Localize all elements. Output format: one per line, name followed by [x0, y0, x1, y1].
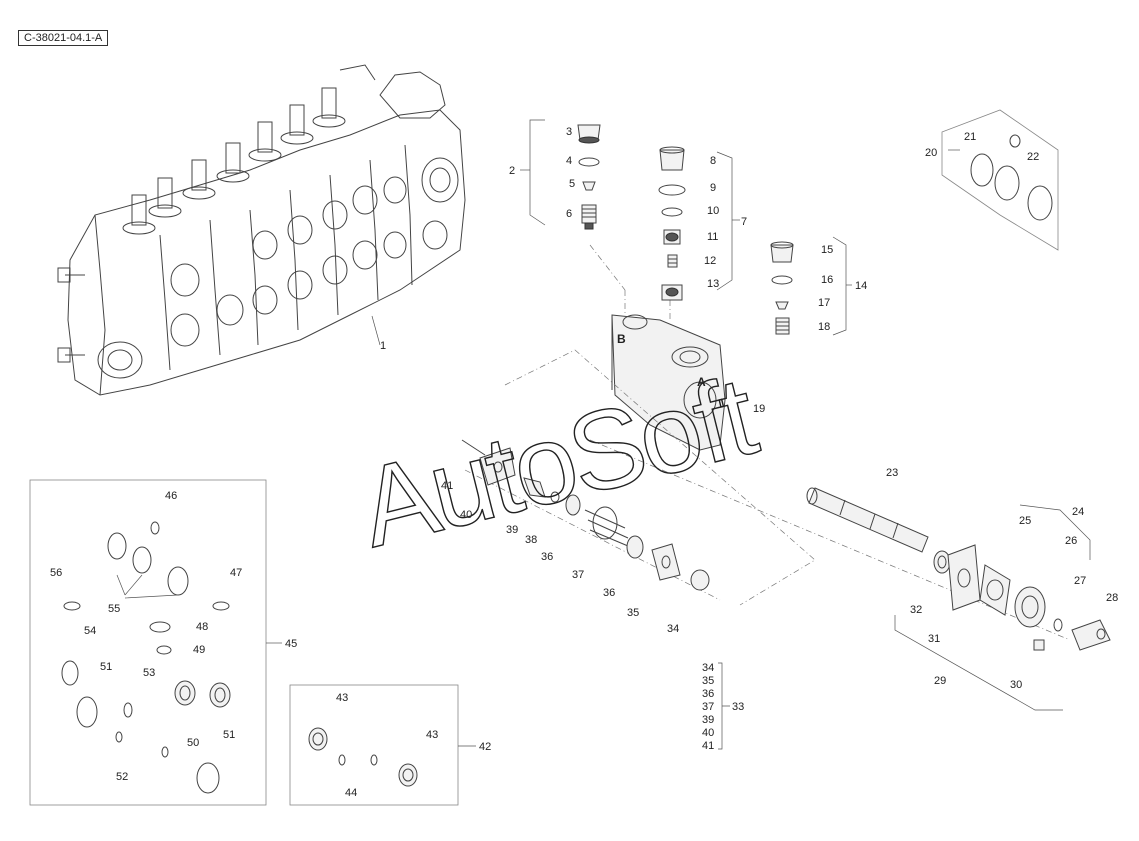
callout-49: 49 [193, 644, 205, 656]
callout-7: 7 [741, 216, 747, 228]
callout-43b: 43 [426, 729, 438, 741]
callout-34: 34 [667, 623, 679, 635]
callout-14: 14 [855, 280, 867, 292]
check-valve-group-14 [770, 236, 852, 336]
callout-41: 41 [441, 480, 453, 492]
callout-labels: 1 2 3 4 5 6 7 8 9 10 11 12 13 14 15 16 1… [50, 126, 1118, 799]
callout-28: 28 [1106, 592, 1118, 604]
kit-33-item: 37 [702, 701, 714, 713]
callout-52: 52 [116, 771, 128, 783]
callout-3: 3 [566, 126, 572, 138]
callout-9: 9 [710, 182, 716, 194]
callout-15: 15 [821, 244, 833, 256]
callout-48: 48 [196, 621, 208, 633]
callout-11: 11 [707, 231, 718, 243]
callout-47: 47 [230, 567, 242, 579]
seal-kit-42 [289, 684, 459, 806]
callout-17: 17 [818, 297, 830, 309]
callout-8: 8 [710, 155, 716, 167]
valve-section-body: B A [611, 314, 726, 451]
seal-kit-20 [941, 109, 1059, 251]
callout-16: 16 [821, 274, 833, 286]
callout-50: 50 [187, 737, 199, 749]
callout-20: 20 [925, 147, 937, 159]
callout-26: 26 [1065, 535, 1077, 547]
callout-51a: 51 [100, 661, 112, 673]
kit-33-item: 39 [702, 714, 714, 726]
relief-valve-group-7 [658, 146, 740, 301]
diagram-id-label: C-38021-04.1-A [18, 30, 109, 46]
seal-kit-45 [29, 479, 267, 806]
callout-53: 53 [143, 667, 155, 679]
callout-37: 37 [572, 569, 584, 581]
callout-32: 32 [910, 604, 922, 616]
callout-12: 12 [704, 255, 716, 267]
watermark: AutoSoft [348, 352, 768, 570]
callout-4: 4 [566, 155, 572, 167]
spool-cap-group-24 [979, 504, 1111, 651]
callout-55: 55 [108, 603, 120, 615]
callout-46: 46 [165, 490, 177, 502]
callout-2: 2 [509, 165, 515, 177]
valve-bank-assembly [57, 64, 466, 396]
kit-33-item: 40 [702, 727, 714, 739]
spool-23 [806, 487, 929, 553]
callout-21: 21 [964, 131, 976, 143]
spring-kit-parts [461, 439, 710, 591]
callout-13: 13 [707, 278, 719, 290]
callout-10: 10 [707, 205, 719, 217]
check-valve-group-2 [520, 119, 601, 230]
callout-30: 30 [1010, 679, 1022, 691]
callout-40: 40 [460, 509, 472, 521]
callout-43a: 43 [336, 692, 348, 704]
callout-31: 31 [928, 633, 940, 645]
kit-33-list: 34 35 36 37 39 40 41 [702, 662, 714, 752]
callout-33: 33 [732, 701, 744, 713]
callout-27: 27 [1074, 575, 1086, 587]
callout-36a: 36 [603, 587, 615, 599]
spool-centreline [589, 439, 1071, 641]
callout-1: 1 [380, 340, 386, 352]
callout-45: 45 [285, 638, 297, 650]
callout-22: 22 [1027, 151, 1039, 163]
callout-56: 56 [50, 567, 62, 579]
svg-text:A: A [697, 375, 706, 389]
callout-35: 35 [627, 607, 639, 619]
svg-text:B: B [617, 332, 626, 346]
kit-33-item: 35 [702, 675, 714, 687]
callout-29: 29 [934, 675, 946, 687]
spool-end-group-29 [894, 544, 1063, 711]
kit-33-item: 36 [702, 688, 714, 700]
callout-23: 23 [886, 467, 898, 479]
callout-25: 25 [1019, 515, 1031, 527]
callout-5: 5 [569, 178, 575, 190]
callout-38: 38 [525, 534, 537, 546]
callout-36b: 36 [541, 551, 553, 563]
callout-19: 19 [753, 403, 765, 415]
kit-33-bracket [718, 662, 730, 750]
callout-6: 6 [566, 208, 572, 220]
callout-39: 39 [506, 524, 518, 536]
kit-33-item: 41 [702, 740, 714, 752]
callout-24: 24 [1072, 506, 1084, 518]
callout-51b: 51 [223, 729, 235, 741]
kit-33-item: 34 [702, 662, 714, 674]
callout-44: 44 [345, 787, 357, 799]
callout-18: 18 [818, 321, 830, 333]
callout-54: 54 [84, 625, 96, 637]
callout-42: 42 [479, 741, 491, 753]
